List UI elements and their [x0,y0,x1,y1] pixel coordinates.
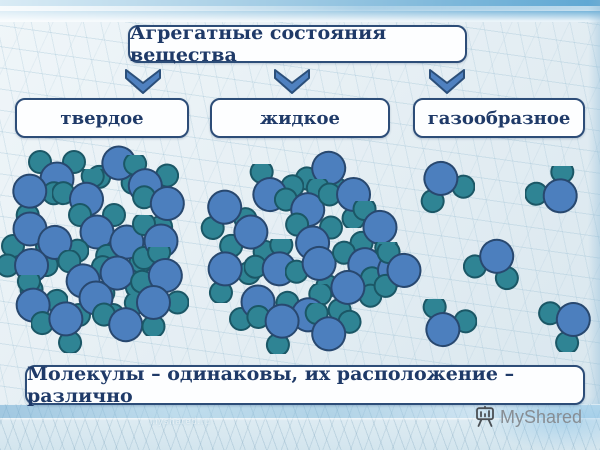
right-edge-tint [588,0,600,450]
water-molecule-icon [273,175,338,235]
water-molecule-icon [51,164,116,225]
state-box-gas: газообразное [413,98,585,138]
water-molecule-icon [358,235,422,298]
water-molecule-icon [30,297,95,355]
water-molecule-icon [129,240,193,303]
water-molecule-icon [524,159,589,222]
presentation-board-icon [476,406,494,427]
water-molecule-icon [275,282,339,340]
water-molecule-icon [0,208,62,264]
water-molecule-icon [317,172,382,231]
water-molecule-icon [367,240,431,300]
water-molecule-icon [243,232,308,295]
top-water-streak [0,6,600,11]
water-molecule-icon [298,301,362,359]
water-molecule-icon [343,197,407,257]
water-molecule-icon [124,212,188,271]
water-molecule-icon [246,298,310,357]
water-molecule-icon [86,142,150,198]
water-molecule-icon [94,221,158,277]
water-molecule-icon [462,235,527,291]
bottom-water-streak [0,405,600,418]
water-molecule-icon [65,201,129,257]
water-molecule-icon [413,294,478,355]
water-molecule-icon [284,242,349,299]
water-molecule-icon [25,221,90,278]
water-molecule-icon [91,290,156,350]
chevron-down-icon [429,69,465,94]
chevron-down-icon [274,69,310,94]
water-molecule-icon [196,247,261,305]
state-label-liquid: жидкое [260,107,340,129]
water-molecule-icon [226,281,290,337]
state-box-solid: твердое [15,98,189,138]
water-molecule-icon [194,186,258,242]
water-molecule-icon [125,280,190,339]
brand-text: MyShared [500,406,583,427]
slide-title: Агрегатные состояния вещества [130,22,387,66]
watermark-url-text: myshared.ru [150,416,212,426]
water-molecule-icon [1,169,66,228]
water-molecule-icon [294,147,359,203]
water-molecule-icon [86,252,150,308]
water-molecule-icon [115,151,180,211]
water-molecule-icon [25,148,89,204]
water-molecule-icon [240,159,305,220]
brand-watermark: MyShared [474,406,582,428]
conclusion-text: Молекулы – одинаковы, их расположение – … [27,363,515,407]
chevron-down-icon [125,69,161,94]
water-molecule-icon [328,240,392,298]
state-box-liquid: жидкое [210,98,390,138]
water-molecule-icon [4,269,69,331]
water-molecule-icon [131,180,195,239]
water-molecule-icon [64,277,128,333]
water-molecule-icon [281,212,345,268]
title-box: Агрегатные состояния вещества [128,22,467,66]
water-molecule-icon [218,211,282,267]
top-water-band [0,0,600,22]
state-label-solid: твердое [60,107,144,129]
water-molecule-icon [318,266,383,323]
state-label-gas: газообразное [427,107,571,129]
conclusion-box: Молекулы – одинаковы, их расположение – … [25,363,585,407]
water-molecule-icon [411,157,476,214]
water-molecule-icon [52,249,116,306]
water-molecule-icon [0,243,60,302]
